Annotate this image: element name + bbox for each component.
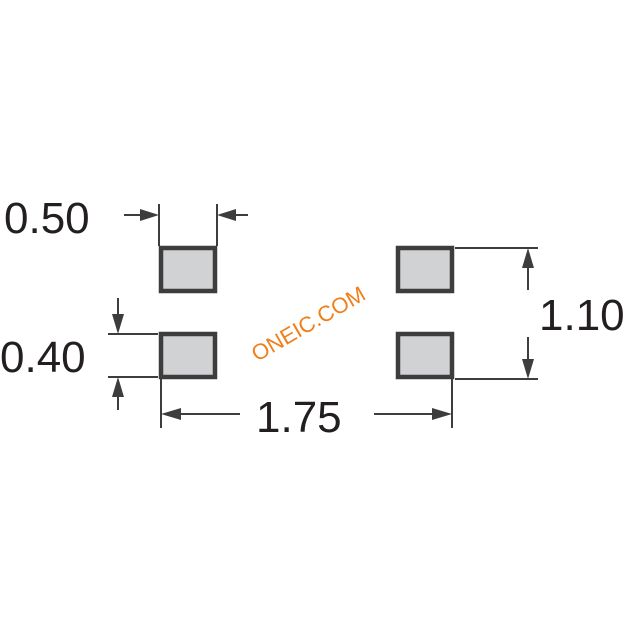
pad-height-dimension: 0.40 xyxy=(0,298,158,410)
total-width-label: 1.75 xyxy=(256,393,342,442)
total-height-arrow-bottom xyxy=(522,359,534,379)
pads xyxy=(158,245,455,380)
pad-width-arrow-right xyxy=(217,209,236,221)
total-width-dimension: 1.75 xyxy=(160,379,453,442)
total-height-dimension: 1.10 xyxy=(455,247,625,380)
pad-height-arrow-top xyxy=(112,314,124,334)
pad-height-arrow-bottom xyxy=(112,377,124,397)
total-width-arrow-right xyxy=(432,408,452,420)
watermark-text: ONEIC.COM xyxy=(247,281,370,366)
pad-top-left xyxy=(158,245,218,294)
pad-top-right xyxy=(395,245,455,294)
pad-bottom-right xyxy=(395,331,455,380)
pad-width-dimension: 0.50 xyxy=(4,194,248,246)
total-height-arrow-top xyxy=(522,248,534,268)
pad-height-label: 0.40 xyxy=(0,333,86,382)
pad-width-arrow-left xyxy=(140,209,159,221)
pad-bottom-left xyxy=(158,331,218,380)
pad-width-label: 0.50 xyxy=(4,194,90,243)
total-height-label: 1.10 xyxy=(539,291,625,340)
total-width-arrow-left xyxy=(161,408,181,420)
